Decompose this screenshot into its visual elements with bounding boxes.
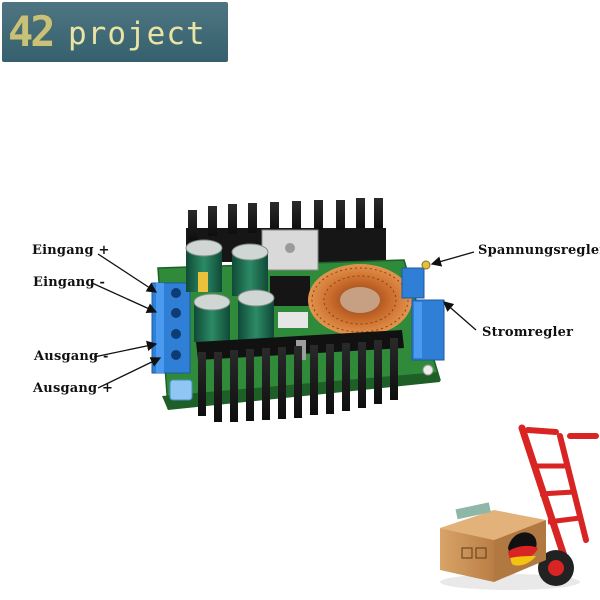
arrow-current-regulator xyxy=(443,301,477,331)
capacitors xyxy=(185,239,275,342)
potentiometers xyxy=(401,260,445,376)
arrow-input-minus xyxy=(91,282,158,313)
smd-component xyxy=(278,312,308,328)
controller-chip xyxy=(270,276,310,306)
arrow-input-plus xyxy=(97,253,158,293)
terminal-block xyxy=(151,282,193,401)
hand-truck-illustration xyxy=(440,424,599,590)
logo-number: 42 xyxy=(8,7,56,56)
front-heatsink xyxy=(196,330,404,422)
label-voltage-regulator: Spannungsregler xyxy=(478,243,600,258)
label-current-regulator: Stromregler xyxy=(482,325,574,340)
logo-word: project xyxy=(68,16,206,52)
arrow-output-minus xyxy=(93,340,158,358)
annotation-arrows xyxy=(91,251,477,389)
label-output-plus: Ausgang + xyxy=(33,381,114,396)
toroid-inductor xyxy=(308,264,412,336)
label-input-plus: Eingang + xyxy=(32,243,110,258)
label-input-minus: Eingang - xyxy=(33,275,106,290)
label-output-minus: Ausgang - xyxy=(34,349,109,364)
arrow-output-plus xyxy=(97,357,162,389)
logo-42project: 42 project xyxy=(2,2,228,62)
arrow-voltage-regulator xyxy=(430,251,475,267)
